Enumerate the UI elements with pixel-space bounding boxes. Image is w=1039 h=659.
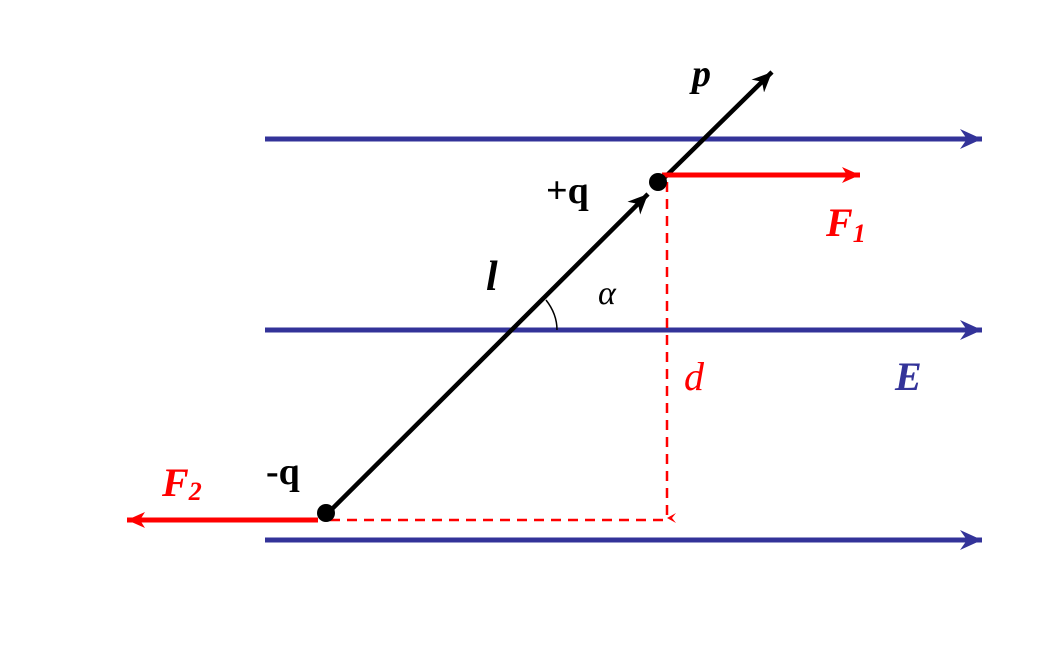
- label-F1: F1: [825, 200, 866, 248]
- label-minus-q: -q: [266, 451, 300, 493]
- label-alpha: α: [598, 275, 617, 312]
- angle-alpha-arc: [545, 299, 558, 331]
- label-F1-sub: 1: [853, 219, 866, 248]
- label-F2: F2: [161, 460, 202, 506]
- label-l: l: [486, 254, 498, 300]
- label-F1-main: F: [825, 200, 853, 245]
- label-p: p: [689, 53, 711, 95]
- negative-charge-dot: [317, 504, 335, 522]
- label-F2-sub: 2: [188, 477, 202, 506]
- label-F2-main: F: [161, 460, 189, 505]
- label-d: d: [684, 354, 705, 399]
- label-E: E: [894, 354, 922, 399]
- positive-charge-dot: [649, 173, 667, 191]
- dipole-moment-arrow: [658, 70, 774, 184]
- dipole-axis-line: [326, 192, 650, 515]
- label-plus-q: +q: [546, 170, 589, 212]
